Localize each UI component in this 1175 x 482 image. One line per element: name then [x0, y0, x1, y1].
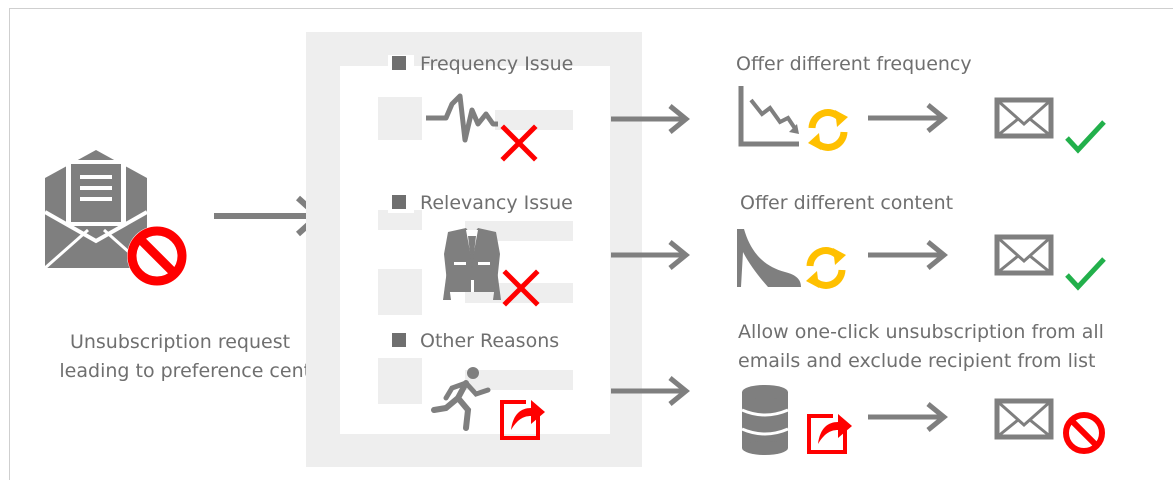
reason-label: Other Reasons [420, 330, 559, 352]
envelope-icon [997, 237, 1051, 273]
refresh-icon [806, 248, 846, 288]
arrow-to-preference-center [214, 195, 323, 237]
refresh-icon [808, 110, 848, 150]
frame-border [9, 8, 1173, 480]
envelope-icon [997, 100, 1051, 136]
outcome-3-text-line-1: Allow one-click unsubscription from all [738, 321, 1104, 343]
envelope-icon [997, 401, 1051, 437]
checkbox-icon [392, 195, 406, 209]
checkmark-icon [1067, 259, 1104, 287]
reason-label: Frequency Issue [420, 53, 573, 75]
arrow-relevancy [611, 240, 690, 270]
arrow-outcome-2 [868, 240, 948, 270]
arrow-outcome-3 [868, 402, 948, 432]
checkmark-icon [1067, 122, 1104, 150]
database-icon [741, 385, 789, 455]
checkbox-icon [392, 333, 406, 347]
reason-other: Other Reasons [392, 330, 559, 352]
outcome-3-text-line-2: emails and exclude recipient from list [738, 350, 1095, 372]
high-heel-shoe-icon [737, 229, 801, 287]
source-caption-line-1: Unsubscription request [70, 331, 290, 353]
heartbeat-icon [426, 93, 498, 143]
arrow-frequency [611, 104, 690, 134]
prohibited-icon [1066, 415, 1102, 451]
outcome-1-text: Offer different frequency [736, 53, 972, 75]
prohibited-icon [127, 226, 187, 286]
arrow-other [611, 376, 690, 406]
checkbox-icon [392, 56, 406, 70]
exit-icon [807, 408, 854, 454]
declining-chart-icon [738, 86, 799, 147]
source-caption-line-2: leading to preference center [59, 360, 330, 382]
open-envelope-letter-icon [44, 150, 148, 270]
running-person-icon [431, 367, 491, 431]
arrow-outcome-1 [868, 103, 948, 133]
reason-relevancy: Relevancy Issue [388, 192, 573, 214]
jacket-icon [443, 228, 501, 300]
reason-label: Relevancy Issue [420, 192, 573, 214]
outcome-2-text: Offer different content [740, 192, 953, 214]
reason-frequency: Frequency Issue [388, 53, 573, 75]
